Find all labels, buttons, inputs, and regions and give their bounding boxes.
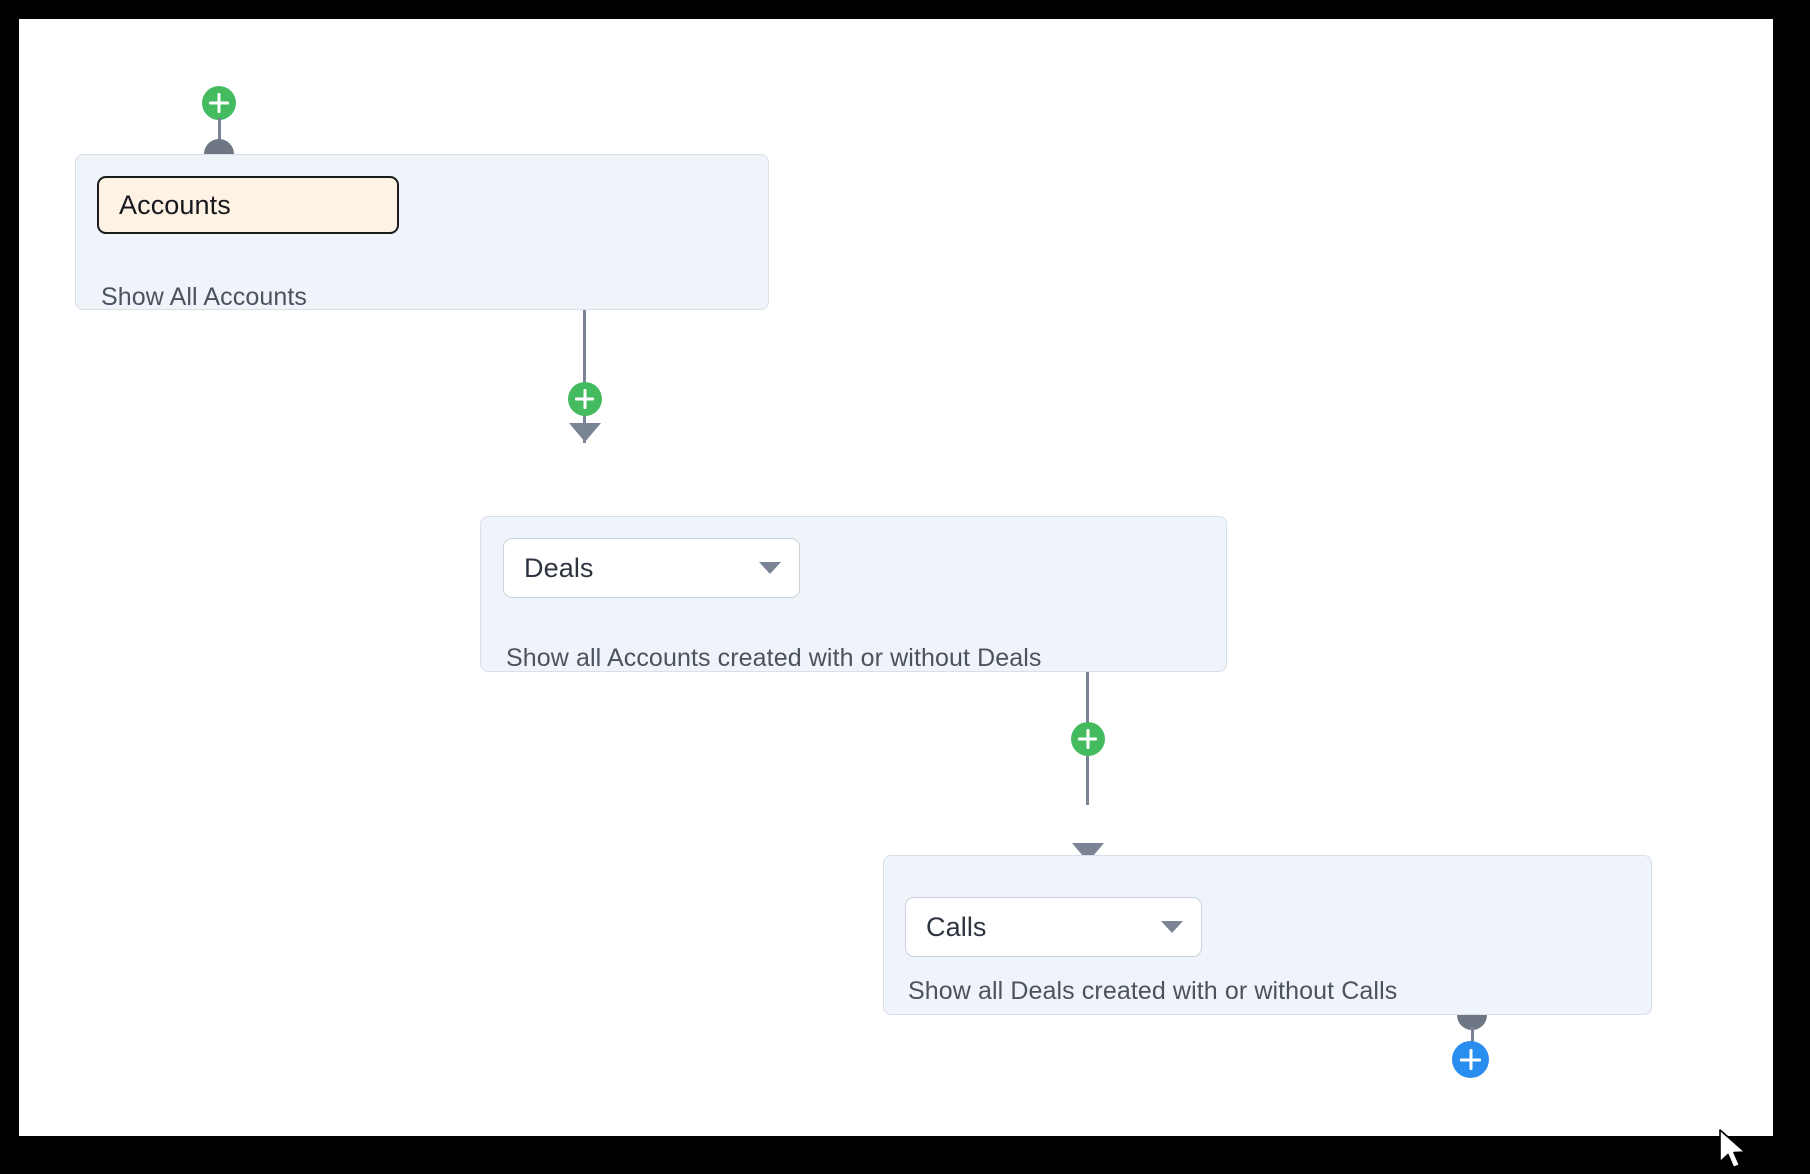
calls-entity-dropdown[interactable]: Calls	[905, 897, 1202, 957]
add-step-between-deals-and-calls-button[interactable]	[1070, 722, 1105, 756]
connector-accounts-to-deals-line	[583, 310, 586, 443]
chevron-down-icon	[1161, 921, 1183, 933]
calls-entity-label: Calls	[926, 911, 987, 942]
deals-description: Show all Accounts created with or withou…	[506, 644, 1042, 672]
connector-accounts-to-deals-arrow	[568, 423, 601, 442]
accounts-entity-label: Accounts	[119, 189, 231, 220]
accounts-top-connection-handle[interactable]	[204, 139, 234, 154]
plus-icon	[1452, 1041, 1489, 1078]
flow-canvas[interactable]: Accounts Show All Accounts Deals Show al…	[19, 19, 1773, 1136]
deals-entity-label: Deals	[524, 552, 594, 583]
chevron-down-icon	[759, 562, 781, 574]
add-step-above-accounts-button[interactable]	[202, 86, 236, 120]
calls-description: Show all Deals created with or without C…	[908, 977, 1398, 1005]
plus-icon	[568, 382, 602, 416]
connector-accounts-top-stem	[217, 118, 221, 154]
accounts-entity-chip[interactable]: Accounts	[97, 176, 399, 234]
add-step-below-calls-button[interactable]	[1452, 1041, 1489, 1078]
plus-icon	[1071, 722, 1105, 756]
accounts-description: Show All Accounts	[101, 283, 307, 311]
calls-bottom-connection-handle[interactable]	[1457, 1015, 1487, 1030]
deals-entity-dropdown[interactable]: Deals	[503, 538, 800, 598]
add-step-between-accounts-and-deals-button[interactable]	[567, 382, 602, 416]
plus-icon	[202, 86, 236, 120]
